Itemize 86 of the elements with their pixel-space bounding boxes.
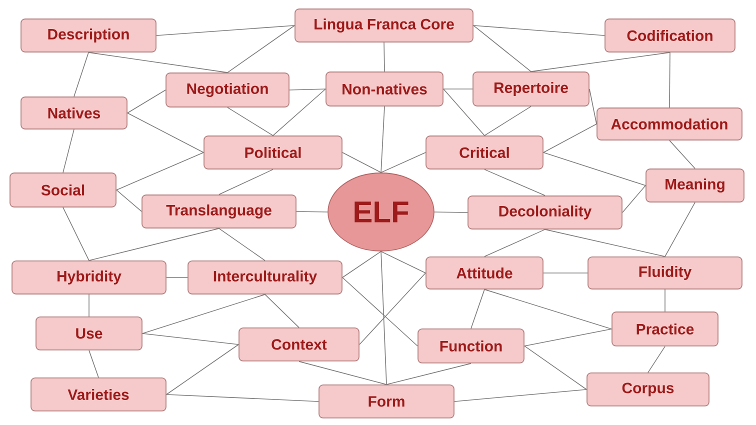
term-box: Varieties	[30, 378, 166, 412]
term-box: Form	[318, 384, 454, 418]
connector-line	[218, 169, 274, 195]
term-box: Codification	[604, 18, 736, 52]
connector-line	[116, 190, 142, 212]
connector-line	[544, 229, 666, 257]
term-box: Practice	[612, 312, 718, 346]
connector-line	[384, 42, 385, 72]
connector-line	[664, 289, 666, 312]
connector-line	[359, 272, 426, 345]
connector-line	[218, 228, 266, 261]
connector-line	[470, 289, 485, 329]
term-box: Meaning	[646, 168, 744, 202]
term-box: Fluidity	[588, 256, 742, 290]
connector-line	[62, 207, 90, 261]
connector-line	[543, 124, 597, 153]
connector-line	[166, 394, 319, 402]
connector-line	[473, 25, 532, 72]
connector-line	[648, 346, 666, 373]
connector-line	[127, 112, 204, 153]
connector-line	[142, 333, 239, 345]
term-box: Non-natives	[326, 72, 444, 106]
connector-line	[88, 350, 99, 378]
connector-line	[227, 25, 295, 73]
connector-line	[156, 25, 295, 36]
term-box: Translanguage	[142, 194, 296, 228]
connector-line	[127, 90, 166, 114]
connector-line	[166, 344, 239, 395]
connector-line	[342, 152, 382, 173]
connector-line	[622, 185, 646, 213]
connector-line	[484, 289, 612, 330]
term-box: Use	[36, 316, 142, 350]
term-box: Interculturality	[188, 260, 342, 294]
connector-line	[434, 212, 468, 213]
connector-line	[88, 228, 220, 261]
connector-line	[443, 88, 485, 136]
connector-line	[227, 107, 274, 136]
connector-line	[62, 129, 74, 173]
term-box: Political	[204, 136, 342, 170]
connector-line	[88, 52, 228, 73]
connector-line	[380, 106, 385, 173]
term-box: Accommodation	[596, 108, 742, 140]
connector-line	[484, 169, 546, 196]
term-box: Negotiation	[166, 72, 290, 108]
connector-line	[342, 277, 418, 346]
term-box: Corpus	[586, 372, 710, 406]
connector-line	[484, 106, 532, 136]
connector-line	[272, 88, 326, 136]
connector-line	[484, 229, 546, 257]
connector-line	[524, 346, 587, 390]
term-box: Description	[20, 18, 156, 52]
connector-line	[380, 251, 426, 274]
connector-line	[380, 251, 387, 385]
connector-line	[454, 389, 587, 402]
connector-line	[296, 211, 328, 212]
connector-line	[88, 294, 90, 317]
connector-line	[264, 294, 300, 328]
term-box: Repertoire	[472, 72, 590, 106]
connector-line	[166, 277, 188, 278]
connector-line	[386, 363, 472, 385]
connector-line	[142, 294, 266, 334]
connector-line	[669, 140, 696, 169]
connector-line	[530, 52, 670, 72]
term-box: Lingua Franca Core	[294, 8, 474, 42]
term-box: Function	[418, 328, 524, 364]
connector-line	[543, 272, 588, 274]
term-box: Natives	[20, 96, 128, 130]
connector-line	[289, 88, 326, 90]
term-box: Hybridity	[12, 260, 166, 294]
connector-line	[380, 152, 426, 173]
connector-line	[74, 52, 89, 97]
term-box: Attitude	[426, 256, 544, 290]
connector-line	[116, 152, 204, 190]
term-box: Context	[238, 328, 360, 362]
connector-line	[473, 25, 605, 36]
connector-line	[298, 361, 387, 385]
connector-line	[443, 88, 473, 90]
term-box: Decoloniality	[468, 196, 622, 230]
connector-line	[342, 251, 382, 278]
connector-line	[589, 88, 597, 124]
term-box: Social	[10, 172, 116, 208]
connector-line	[664, 202, 696, 257]
connector-line	[543, 152, 646, 186]
connector-line	[524, 328, 612, 346]
term-box: Critical	[426, 136, 544, 170]
connector-line	[669, 52, 670, 108]
